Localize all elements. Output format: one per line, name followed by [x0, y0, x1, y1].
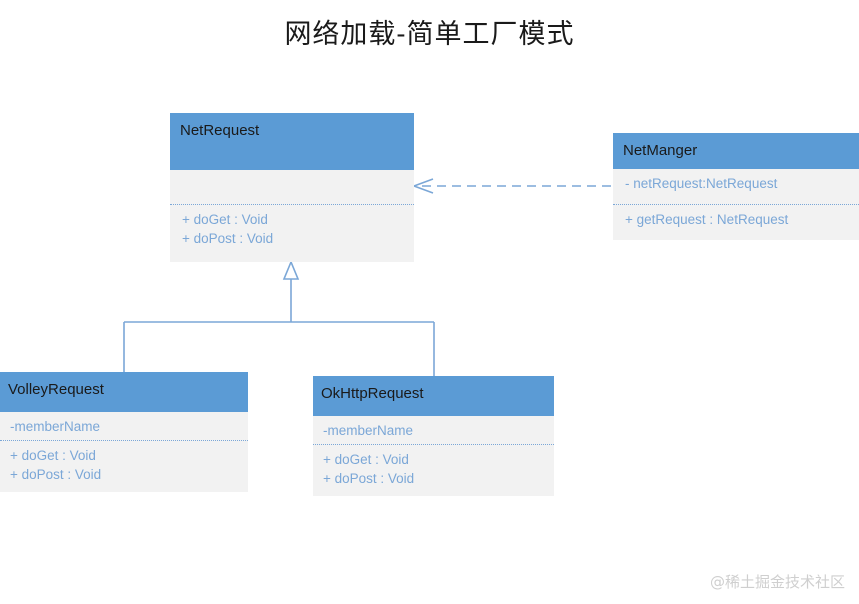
uml-class-netmanger[interactable]: NetManger - netRequest:NetRequest + getR…: [613, 133, 859, 240]
class-name-volleyrequest: VolleyRequest: [0, 372, 248, 412]
dependency-netmanger-netrequest: [411, 178, 611, 194]
operation-row: + doGet : Void: [182, 212, 268, 227]
uml-class-volleyrequest[interactable]: VolleyRequest -memberName + doGet : Void…: [0, 372, 248, 492]
attributes-compartment-volleyrequest: -memberName: [0, 412, 248, 440]
attributes-compartment-okhttprequest: -memberName: [313, 416, 554, 444]
operations-compartment-netmanger: + getRequest : NetRequest: [613, 204, 859, 240]
class-name-netrequest: NetRequest: [170, 113, 414, 170]
operation-row: + doPost : Void: [10, 467, 102, 482]
operation-row: + getRequest : NetRequest: [625, 212, 789, 227]
generalization-tree: [123, 259, 435, 376]
uml-class-netrequest[interactable]: NetRequest + doGet : Void + doPost : Voi…: [170, 113, 414, 262]
uml-class-okhttprequest[interactable]: OkHttpRequest -memberName + doGet : Void…: [313, 376, 554, 496]
operations-compartment-netrequest: + doGet : Void + doPost : Void: [170, 204, 414, 262]
attributes-compartment-netrequest: [170, 170, 414, 204]
class-name-netmanger: NetManger: [613, 133, 859, 169]
attributes-compartment-netmanger: - netRequest:NetRequest: [613, 169, 859, 204]
class-name-okhttprequest: OkHttpRequest: [313, 376, 554, 416]
operations-compartment-okhttprequest: + doGet : Void + doPost : Void: [313, 444, 554, 496]
operations-compartment-volleyrequest: + doGet : Void + doPost : Void: [0, 440, 248, 492]
watermark: @稀土掘金技术社区: [709, 573, 845, 591]
operation-row: + doPost : Void: [182, 231, 274, 246]
attribute-row: -memberName: [10, 419, 101, 434]
attribute-row: -memberName: [323, 423, 414, 438]
page-title: 网络加载-简单工厂模式: [284, 19, 575, 50]
attribute-row: - netRequest:NetRequest: [625, 176, 778, 191]
operation-row: + doGet : Void: [323, 452, 409, 467]
operation-row: + doPost : Void: [323, 471, 415, 486]
operation-row: + doGet : Void: [10, 448, 96, 463]
